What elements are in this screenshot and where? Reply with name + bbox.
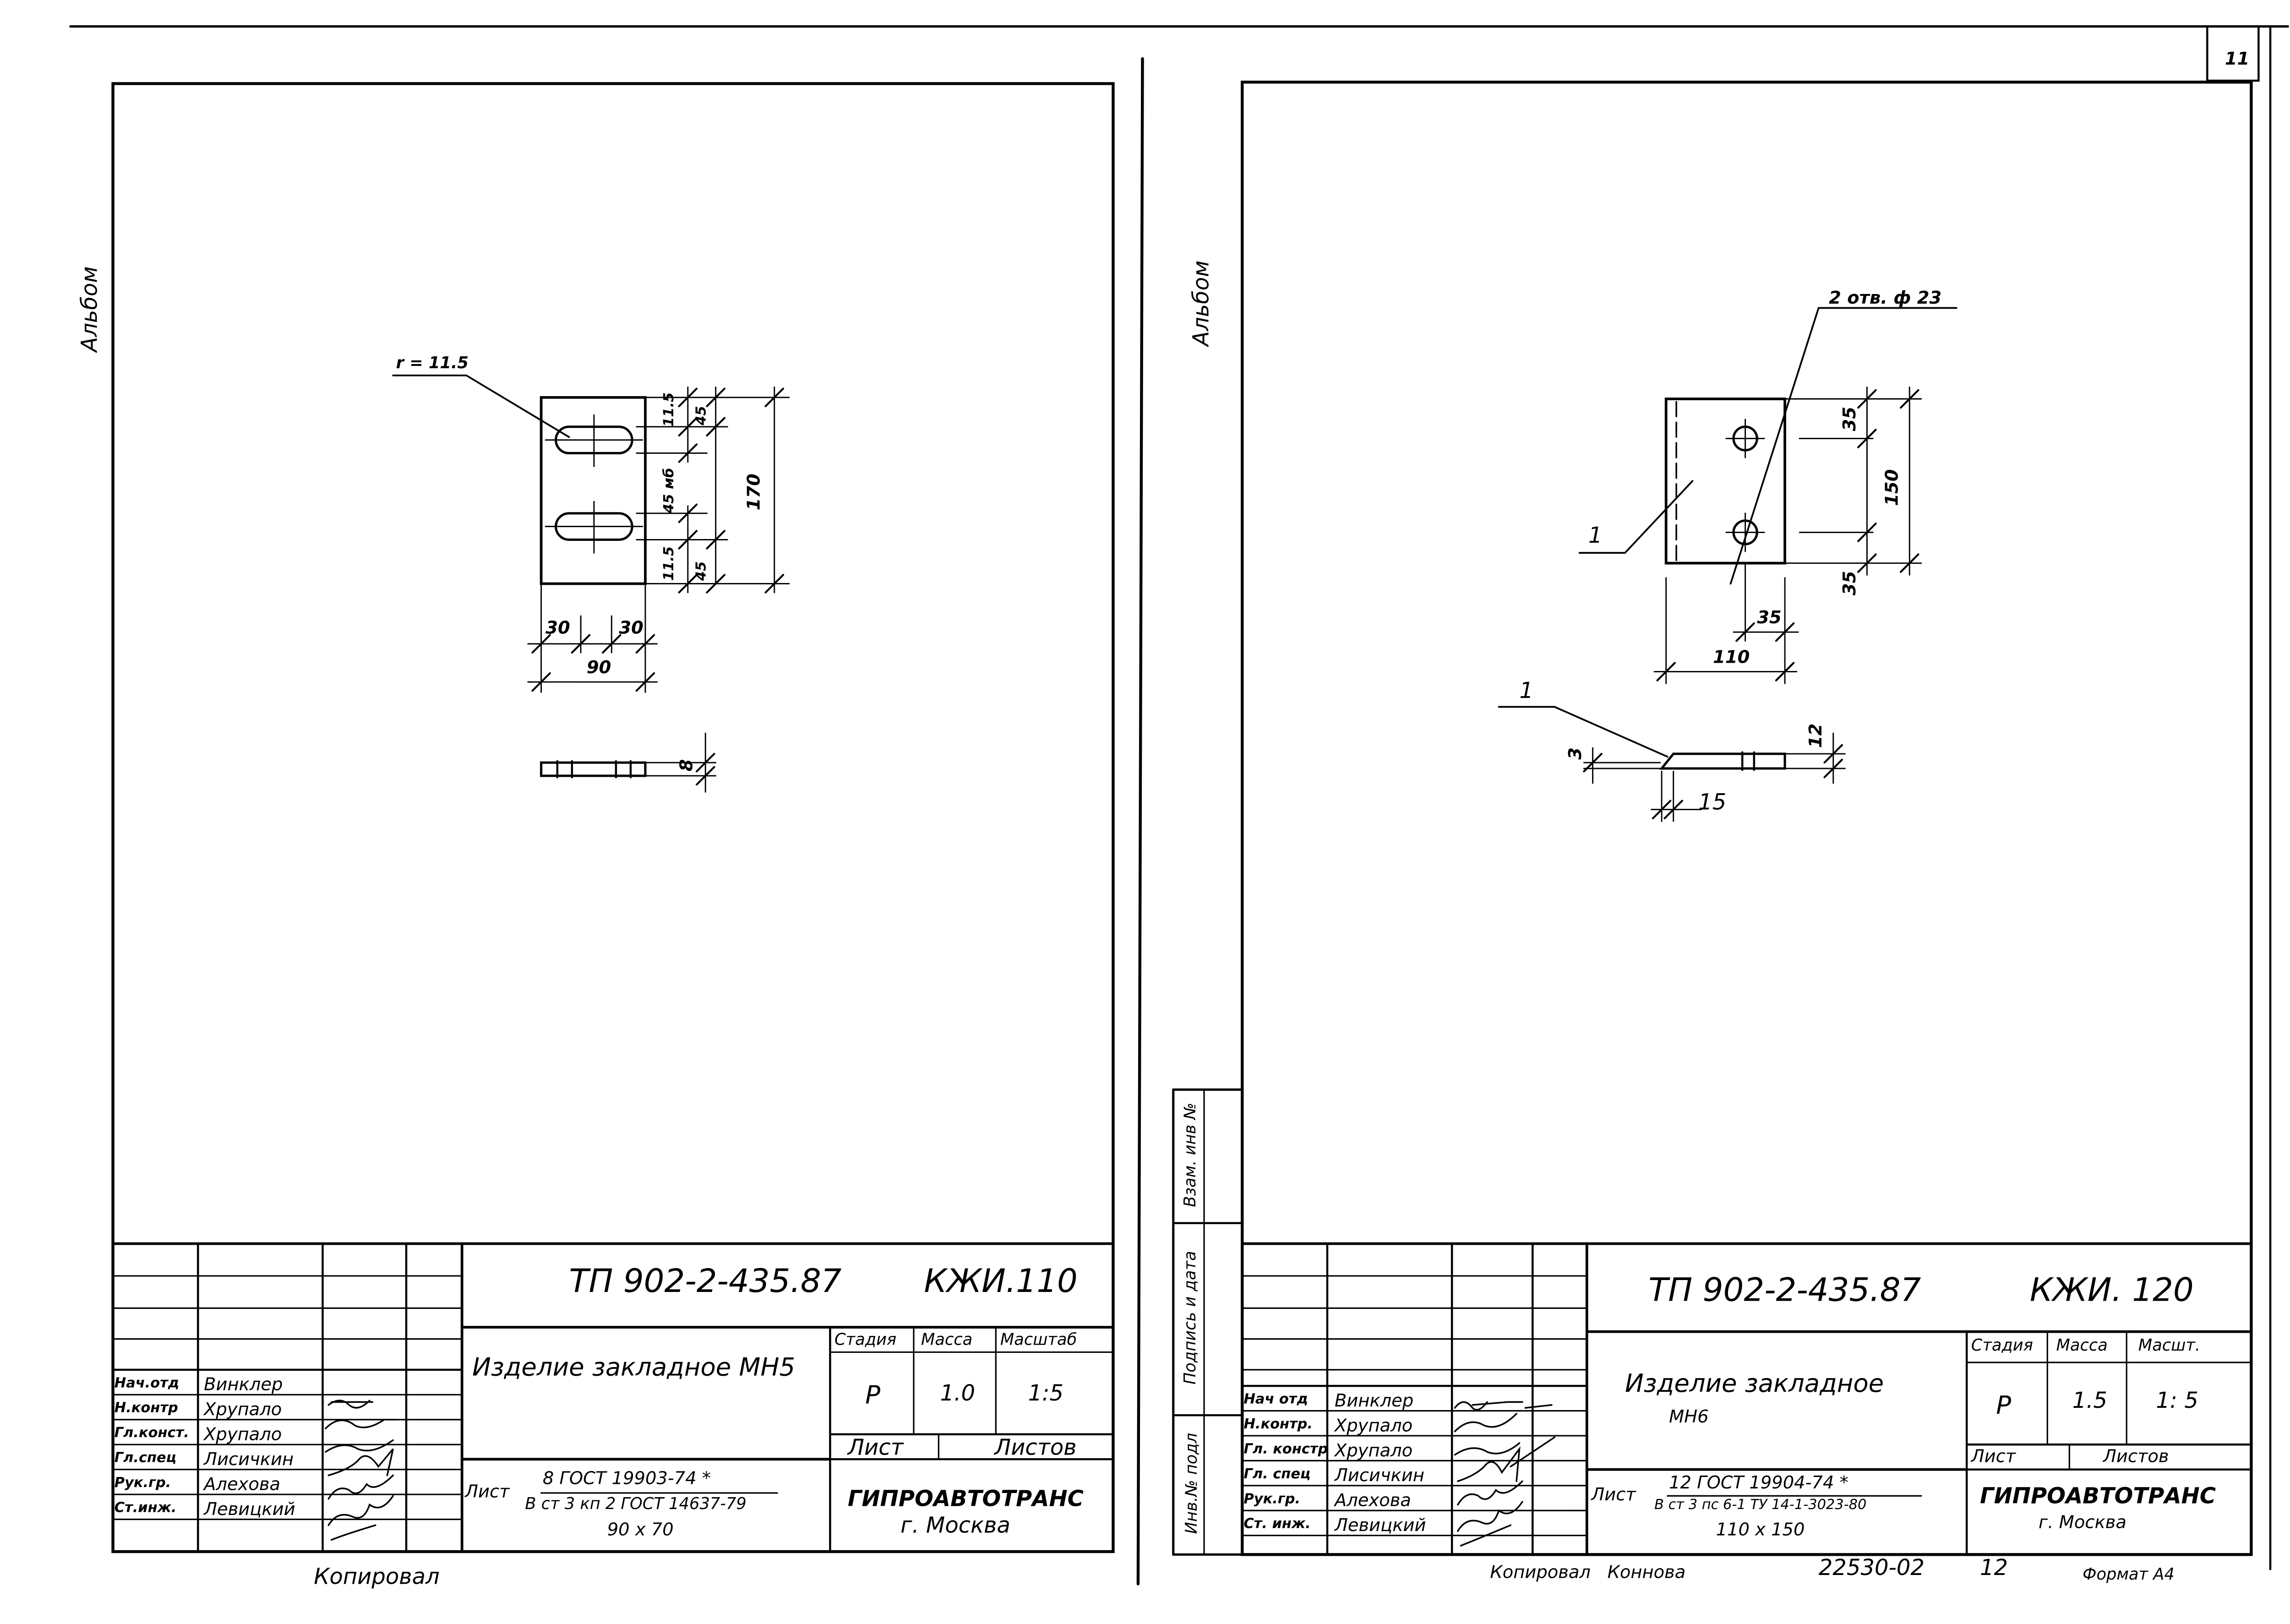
- copied-by: Копировал: [314, 1563, 440, 1590]
- order-number: 22530-02: [1818, 1554, 1925, 1581]
- dim-label: 35: [1839, 406, 1860, 431]
- staff-role: Гл. спец: [1243, 1466, 1311, 1483]
- holes-label: 2 отв. ф 23: [1829, 287, 1942, 308]
- material-line-1: 12 ГОСТ 19904-74 *: [1669, 1472, 1848, 1493]
- material-prefix: Лист: [465, 1481, 510, 1502]
- dim-label: 150: [1881, 469, 1903, 506]
- mass-value: 1.0: [940, 1380, 976, 1406]
- staff-name: Хрупало: [204, 1424, 282, 1445]
- item-name-line-1: Изделие закладное: [1625, 1369, 1884, 1399]
- copier-name: Коннова: [1607, 1562, 1686, 1583]
- col-scale: Масштаб: [1000, 1330, 1077, 1350]
- staff-role: Н.контр.: [1243, 1417, 1313, 1433]
- staff-name: Лисичкин: [204, 1449, 294, 1470]
- staff-name: Алехова: [204, 1474, 281, 1495]
- staff-name: Хрупало: [204, 1399, 282, 1420]
- col-stage: Стадия: [1971, 1336, 2033, 1355]
- scale-value: 1: 5: [2156, 1387, 2198, 1414]
- copied-by: Копировал: [1490, 1562, 1591, 1583]
- dim-label: 90: [586, 657, 611, 678]
- material-line-2: В ст 3 пс 6-1 ТУ 14-1-3023-80: [1654, 1497, 1867, 1514]
- page-reference: 12: [1979, 1554, 2008, 1581]
- staff-name: Винклер: [1335, 1390, 1414, 1411]
- dim-label: 8: [676, 759, 697, 772]
- staff-role: Нач.отд: [114, 1375, 180, 1392]
- position-mark: 1: [1519, 677, 1534, 704]
- stage-value: Р: [865, 1381, 881, 1411]
- title-code: ТП 902-2-435.87: [1648, 1273, 1921, 1310]
- staff-role: Гл.конст.: [114, 1425, 189, 1442]
- stamp-cell-signature-date: Подпись и дата: [1181, 1251, 1201, 1385]
- dim-label: 45: [693, 406, 710, 425]
- col-mass: Масса: [2056, 1336, 2108, 1355]
- col-scale: Масшт.: [2138, 1336, 2201, 1355]
- material-line-2: В ст 3 кп 2 ГОСТ 14637-79: [525, 1494, 747, 1514]
- sheets-label: Листов: [994, 1434, 1077, 1461]
- material-size: 110 x 150: [1716, 1519, 1805, 1540]
- item-name-line-2: МН6: [1669, 1406, 1709, 1427]
- staff-role: Ст.инж.: [114, 1500, 177, 1517]
- col-mass: Масса: [921, 1330, 973, 1350]
- staff-name: Левицкий: [1335, 1515, 1426, 1536]
- staff-role: Нач отд: [1243, 1391, 1309, 1408]
- material-size: 90 x 70: [607, 1519, 674, 1540]
- sheet-label: Лист: [1971, 1446, 2016, 1467]
- material-line-1: 8 ГОСТ 19903-74 *: [542, 1468, 711, 1489]
- format-label: Формат А4: [2083, 1564, 2175, 1584]
- dim-label: 3: [1565, 747, 1586, 760]
- page-number: 11: [2225, 48, 2250, 69]
- sheets-label: Листов: [2103, 1446, 2169, 1467]
- stage-value: Р: [1996, 1391, 2012, 1421]
- dim-label: 35: [1839, 571, 1860, 596]
- dim-label: 30: [545, 617, 570, 638]
- title-code: ТП 902-2-435.87: [569, 1264, 842, 1301]
- side-label: Альбом: [76, 266, 103, 352]
- org-city: г. Москва: [2039, 1512, 2126, 1533]
- staff-role: Н.контр: [114, 1401, 178, 1417]
- dim-label: 45 мб: [661, 468, 678, 513]
- material-prefix: Лист: [1591, 1484, 1636, 1505]
- title-mark: КЖИ. 120: [2029, 1273, 2194, 1310]
- org-name: ГИПРОАВТОТРАНС: [1979, 1482, 2216, 1510]
- sheet-label: Лист: [847, 1434, 904, 1461]
- staff-name: Левицкий: [204, 1499, 295, 1520]
- dim-label: 110: [1713, 647, 1750, 668]
- staff-name: Хрупало: [1335, 1415, 1413, 1436]
- staff-role: Гл. констр: [1243, 1441, 1328, 1458]
- dim-label: 45: [693, 561, 710, 581]
- scale-value: 1:5: [1028, 1380, 1064, 1406]
- dim-label: 11.5: [661, 546, 678, 581]
- title-mark: КЖИ.110: [924, 1264, 1078, 1301]
- dim-label: 35: [1757, 607, 1782, 628]
- dim-label: 15: [1698, 789, 1727, 816]
- staff-name: Винклер: [204, 1374, 283, 1395]
- staff-role: Рук.гр.: [1243, 1491, 1301, 1508]
- org-name: ГИПРОАВТОТРАНС: [847, 1485, 1084, 1512]
- staff-name: Лисичкин: [1335, 1465, 1424, 1486]
- dim-label: 12: [1805, 723, 1826, 748]
- staff-name: Алехова: [1335, 1490, 1411, 1511]
- staff-name: Хрупало: [1335, 1440, 1413, 1461]
- staff-role: Гл.спец: [114, 1450, 177, 1467]
- staff-role: Рук.гр.: [114, 1475, 171, 1492]
- radius-label: r = 11.5: [396, 353, 469, 373]
- side-label: Альбом: [1188, 260, 1215, 346]
- item-name: Изделие закладное МН5: [472, 1353, 796, 1383]
- dim-label: 170: [743, 474, 764, 511]
- staff-role: Ст. инж.: [1243, 1516, 1311, 1533]
- org-city: г. Москва: [900, 1512, 1010, 1539]
- mass-value: 1.5: [2072, 1387, 2108, 1414]
- stamp-cell-replace-inv: Взам. инв №: [1181, 1102, 1200, 1207]
- dim-label: 11.5: [661, 392, 678, 427]
- col-stage: Стадия: [834, 1330, 897, 1350]
- position-mark: 1: [1588, 522, 1603, 549]
- dim-label: 30: [619, 617, 643, 638]
